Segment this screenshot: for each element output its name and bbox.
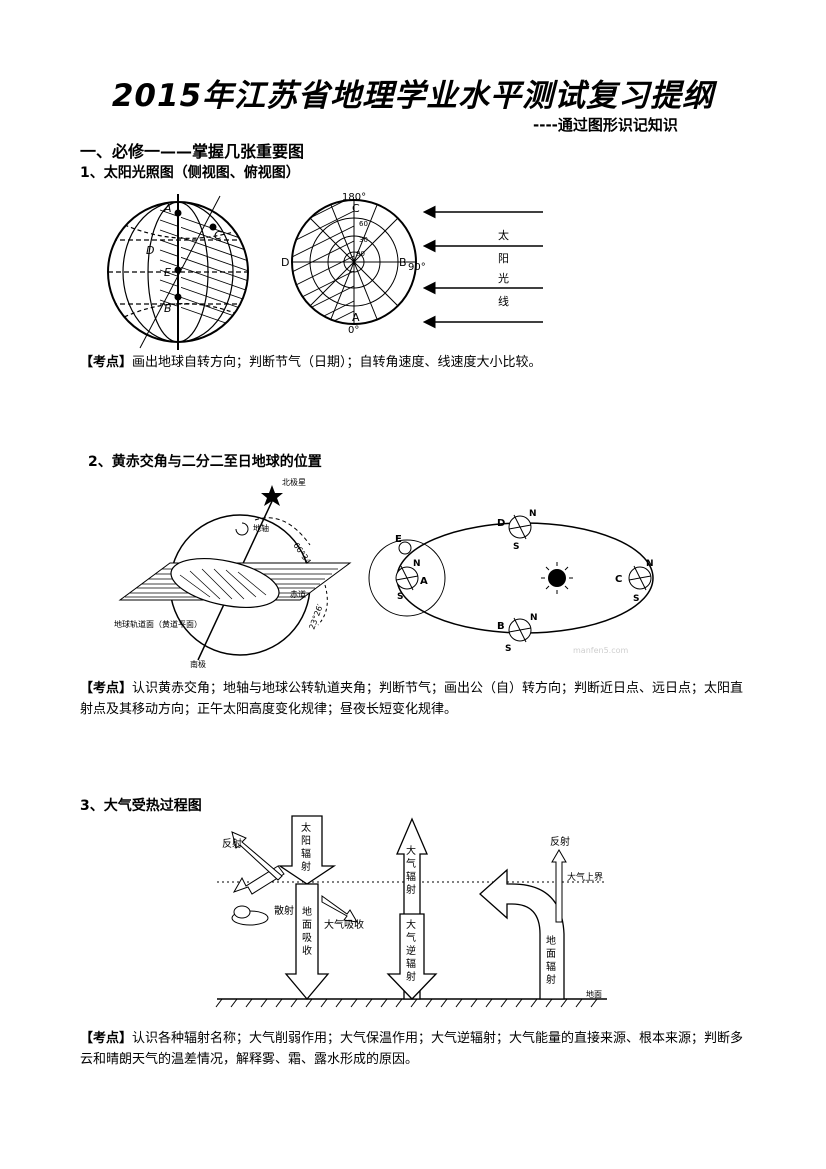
ground-absorb-char: 收 xyxy=(302,944,312,957)
scatter-label: 散射 xyxy=(274,904,294,917)
orbit-label-b: B xyxy=(497,621,505,632)
counter-char: 辐 xyxy=(406,957,416,970)
side-label-d: D xyxy=(146,244,154,257)
reflect-right: 反射 xyxy=(550,836,570,848)
sunlight-char: 太 xyxy=(498,229,509,242)
sunlight-char: 线 xyxy=(498,294,509,308)
side-label-a: A xyxy=(163,202,172,215)
illumination-side-view: A C D E B xyxy=(107,194,249,350)
top-of-atmosphere-label: 大气上界 xyxy=(567,871,603,883)
top-label-80: 80 xyxy=(356,250,365,258)
atm-rad-char: 辐 xyxy=(406,870,416,883)
sunlight-char: 阳 xyxy=(498,252,509,265)
section-heading: 一、必修一——掌握几张重要图 xyxy=(80,142,305,161)
watermark: manfen5.com xyxy=(573,646,629,655)
ground-absorb-char: 吸 xyxy=(302,933,312,944)
kaodian-text: 认识各种辐射名称；大气削弱作用；大气保温作用；大气逆辐射；大气能量的直接来源、根… xyxy=(80,1031,744,1067)
orbit-label-n: N xyxy=(530,613,538,623)
atm-rad-char: 射 xyxy=(406,884,416,896)
kaodian-label: 【考点】 xyxy=(80,355,133,370)
kaodian-label: 【考点】 xyxy=(80,1031,133,1046)
orbit-label-s: S xyxy=(505,644,511,654)
ground-rad-char: 射 xyxy=(546,974,556,986)
sunlight-char: 光 xyxy=(498,271,509,285)
solar-char: 辐 xyxy=(301,847,311,860)
orbit-figure: E A N S D N S C N S B N S manfen5.com xyxy=(368,509,654,655)
orbit-label-n: N xyxy=(529,509,537,519)
kaodian-text: 画出地球自转方向；判断节气（日期）；自转角速度、线速度大小比较。 xyxy=(132,355,542,370)
ground-absorb-char: 面 xyxy=(302,920,312,931)
illumination-top-view: 180° C D B 90° A 0° 60 30 80 xyxy=(281,192,426,335)
ground-rad-char: 辐 xyxy=(546,960,556,973)
counter-char: 射 xyxy=(406,971,416,983)
label-axis: 地轴 xyxy=(253,523,269,533)
page-subtitle: ----通过图形识记知识 xyxy=(533,116,678,134)
solar-char: 阳 xyxy=(301,835,311,847)
orbit-label-n: N xyxy=(413,559,421,569)
item3-heading: 3、大气受热过程图 xyxy=(80,798,202,814)
orbit-label-d: D xyxy=(497,518,505,529)
label-polaris: 北极星 xyxy=(282,477,306,487)
side-label-b: B xyxy=(164,302,172,315)
top-label-60: 60 xyxy=(359,220,368,228)
kaodian-text: 认识黄赤交角；地轴与地球公转轨道夹角；判断节气；画出公（自）转方向；判断近日点、… xyxy=(80,681,744,717)
earth-b xyxy=(508,617,532,643)
kaodian-1: 【考点】画出地球自转方向；判断节气（日期）；自转角速度、线速度大小比较。 xyxy=(80,352,750,373)
orbit-label-n: N xyxy=(646,559,654,569)
top-label-90: 90° xyxy=(408,262,426,273)
orbit-label-s: S xyxy=(513,542,519,552)
page-title: 2015年江苏省地理学业水平测试复习提纲 xyxy=(111,78,715,114)
orbit-label-a: A xyxy=(420,576,428,587)
counter-char: 气 xyxy=(406,931,416,944)
kaodian-3: 【考点】认识各种辐射名称；大气削弱作用；大气保温作用；大气逆辐射；大气能量的直接… xyxy=(80,1028,750,1070)
atm-rad-char: 气 xyxy=(406,857,416,870)
obliquity-figure: 北极星 66°34′ 23°26′ 地轴 赤道 地球轨道面（黄道平面） 南极 xyxy=(114,477,352,669)
kaodian-label: 【考点】 xyxy=(80,681,133,696)
orbit-label-s: S xyxy=(397,592,403,602)
top-label-c: C xyxy=(352,202,360,215)
label-equator: 赤道 xyxy=(290,589,306,599)
ground-rad-char: 地 xyxy=(546,934,556,947)
earth-a xyxy=(395,565,419,591)
label-ecliptic: 地球轨道面（黄道平面） xyxy=(114,619,202,629)
reflect-left: 反射 xyxy=(222,838,242,850)
top-label-30: 30 xyxy=(359,236,368,244)
ground-rad-char: 面 xyxy=(546,949,556,960)
top-label-0: 0° xyxy=(348,325,359,335)
orbit-label-e: E xyxy=(395,534,402,545)
counter-char: 逆 xyxy=(406,944,416,957)
solar-char: 太 xyxy=(301,821,311,834)
label-23: 23°26′ xyxy=(307,603,324,631)
side-label-e: E xyxy=(164,266,171,279)
atm-absorb-label: 大气吸收 xyxy=(324,918,364,931)
orbit-label-c: C xyxy=(615,574,622,585)
top-label-d: D xyxy=(281,256,289,269)
atm-rad-char: 大 xyxy=(406,844,416,857)
top-label-a: A xyxy=(352,311,360,324)
top-label-b: B xyxy=(399,256,407,269)
top-label-180: 180° xyxy=(342,192,366,203)
kaodian-2: 【考点】认识黄赤交角；地轴与地球公转轨道夹角；判断节气；画出公（自）转方向；判断… xyxy=(80,678,750,720)
item2-heading: 2、黄赤交角与二分二至日地球的位置 xyxy=(88,454,322,470)
ground-label: 地面 xyxy=(586,989,602,999)
item1-heading: 1、太阳光照图（侧视图、俯视图） xyxy=(80,165,300,181)
atmosphere-heating-figure: 太 阳 辐 射 地 面 吸 收 反射 散射 大气吸收 大 气 辐 射 大 气 逆… xyxy=(215,815,607,1008)
orbit-label-s: S xyxy=(633,594,639,604)
side-label-c: C xyxy=(214,229,222,242)
earth-d xyxy=(508,514,532,540)
label-south-pole: 南极 xyxy=(190,659,206,669)
sunlight-arrows: 太 阳 光 线 xyxy=(422,205,543,329)
solar-char: 射 xyxy=(301,861,311,873)
ground-absorb-char: 地 xyxy=(302,905,312,918)
counter-char: 大 xyxy=(406,918,416,931)
earth-c xyxy=(628,565,652,591)
